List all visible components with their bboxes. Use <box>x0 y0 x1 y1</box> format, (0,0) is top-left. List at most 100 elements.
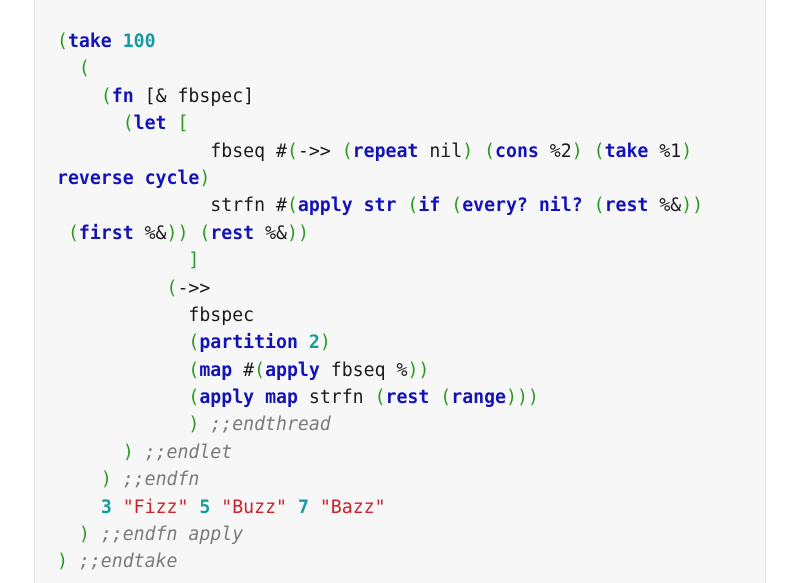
text-token: %2 <box>538 140 572 162</box>
paren-token: ( <box>286 195 298 217</box>
text-token <box>112 497 123 518</box>
keyword-token: reverse <box>57 167 134 189</box>
code-line: (->> <box>57 275 703 302</box>
paren-token: ( <box>57 31 68 52</box>
paren-token: ) <box>571 140 583 162</box>
text-token <box>57 250 188 271</box>
text-token <box>167 113 178 134</box>
paren-token: ( <box>374 387 386 409</box>
number-token: 7 <box>297 496 309 518</box>
text-token <box>353 195 364 216</box>
code-line: ] <box>57 247 703 274</box>
text-token <box>528 195 539 216</box>
paren-token: ( <box>341 140 353 162</box>
text-token: [& fbspec] <box>133 85 255 107</box>
number-token: 5 <box>199 496 211 518</box>
text-token <box>473 141 484 162</box>
text-token <box>309 497 320 518</box>
keyword-token: take <box>67 31 112 52</box>
text-token: %& <box>648 195 682 217</box>
paren-token: ) <box>57 551 68 573</box>
code-line: ( <box>57 55 703 82</box>
string-token: "Fizz" <box>122 496 189 518</box>
paren-token: )) <box>407 359 430 381</box>
paren-token: ) <box>199 167 211 189</box>
text-token <box>57 497 101 518</box>
text-token <box>57 524 79 545</box>
code-block: (take 100 ( (fn [& fbspec] (let [ fbseq … <box>34 0 766 583</box>
paren-token: ) <box>122 441 134 463</box>
paren-token: ( <box>67 222 79 244</box>
keyword-token: let <box>133 113 167 135</box>
number-token: 100 <box>122 31 156 52</box>
keyword-token: partition <box>199 332 298 354</box>
text-token: strfn <box>297 387 375 409</box>
code-line: ) ;;endfn <box>57 466 703 493</box>
comment-token: ;;endtake <box>78 551 178 573</box>
text-token <box>68 551 79 572</box>
keyword-token: cycle <box>144 167 200 189</box>
keyword-token: if <box>418 195 441 217</box>
text-token <box>57 113 123 134</box>
text-token <box>134 168 145 189</box>
keyword-token: first <box>78 222 134 244</box>
paren-token: )) <box>287 222 309 244</box>
paren-token: ) <box>681 140 693 162</box>
paren-token: ( <box>199 222 211 244</box>
text-token: %& <box>254 222 287 244</box>
paren-token: ( <box>440 387 452 409</box>
paren-token: ) <box>78 524 90 546</box>
keyword-token: apply <box>199 387 255 409</box>
code-line: ) ;;endfn apply <box>57 521 703 548</box>
code-line: (partition 2) <box>57 329 703 356</box>
code-line: fbspec <box>57 302 703 329</box>
text-token: fbseq % <box>319 359 408 381</box>
paren-token: ( <box>188 387 200 409</box>
paren-token: ( <box>286 140 298 162</box>
keyword-token: range <box>451 387 506 409</box>
clojure-code: (take 100 ( (fn [& fbspec] (let [ fbseq … <box>57 28 703 576</box>
text-token: %& <box>133 222 167 244</box>
text-token <box>396 195 407 216</box>
keyword-token: rest <box>210 222 255 244</box>
text-token <box>57 360 188 381</box>
text-token: %1 <box>648 140 682 162</box>
paren-token: ( <box>188 359 200 381</box>
text-token <box>57 86 101 107</box>
text-token: strfn # <box>57 195 287 217</box>
number-token: 3 <box>100 496 112 518</box>
keyword-token: map <box>265 387 298 409</box>
keyword-token: nil? <box>538 195 583 217</box>
text-token <box>112 31 123 52</box>
keyword-token: every? <box>462 195 528 217</box>
code-line: ) ;;endtake <box>57 548 703 575</box>
code-line: ) ;;endlet <box>57 439 703 466</box>
paren-token: ( <box>593 140 605 162</box>
keyword-token: map <box>199 359 233 381</box>
paren-token: ( <box>407 195 419 217</box>
text-token <box>57 414 188 435</box>
keyword-token: fn <box>111 85 134 107</box>
text-token: ->> <box>297 140 342 162</box>
keyword-token: cons <box>495 140 539 162</box>
text-token <box>188 223 199 244</box>
code-line: fbseq #(->> (repeat nil) (cons %2) (take… <box>57 138 703 165</box>
text-token <box>188 497 199 518</box>
comment-token: ;;endthread <box>210 414 331 436</box>
code-line: (take 100 <box>57 28 703 55</box>
paren-token: ))) <box>506 387 539 409</box>
code-line: reverse cycle) <box>57 165 703 192</box>
comment-token: ;;endfn apply <box>100 524 244 546</box>
string-token: "Buzz" <box>221 496 287 518</box>
text-token <box>57 332 188 353</box>
code-line: (first %&)) (rest %&)) <box>57 220 703 247</box>
code-line: (fn [& fbspec] <box>57 83 703 110</box>
text-token <box>57 278 167 299</box>
text-token <box>112 469 123 490</box>
paren-token: ( <box>254 359 266 381</box>
keyword-token: take <box>604 140 649 162</box>
paren-token: ( <box>78 58 90 80</box>
paren-token: ( <box>593 195 605 217</box>
paren-token: ] <box>188 250 200 272</box>
keyword-token: rest <box>604 195 649 217</box>
